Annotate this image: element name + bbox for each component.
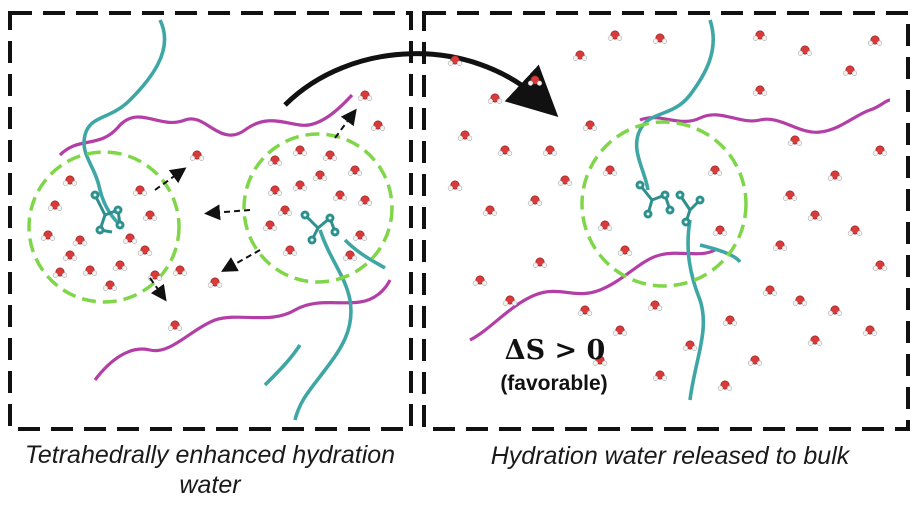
favorable-label: (favorable) [500,372,608,395]
right-panel-caption: Hydration water released to bulk [490,442,850,470]
polymer-backbone-lower-left [93,279,392,381]
water-release-arrows [149,108,357,302]
water-cluster-right [597,165,728,256]
side-chain-left-b [293,229,353,421]
polymer-backbone-upper-left [58,93,354,157]
side-chain-right-a [634,19,715,191]
water-escaping-left [167,90,386,331]
side-chain-right-c [699,243,742,264]
hydrophobic-group-left-1 [90,190,125,235]
side-chain-right-b [686,219,706,401]
hydrophobic-group-left-2 [300,210,340,245]
polymer-backbone-lower-right [469,248,716,342]
left-panel-frame [8,11,413,431]
right-panel-frame [422,11,910,431]
hydrophobic-aggregate-right [635,180,705,227]
water-cluster-left-2 [262,145,373,261]
hydration-shell-left-1 [27,150,181,304]
hydration-shell-left-2 [242,132,394,284]
side-chain-left-a [82,19,167,227]
left-panel-caption: Tetrahedrally enhanced hydration water [24,441,396,499]
side-chain-left-c [343,238,386,270]
transition-arrow [283,51,559,117]
polymer-backbone-upper-right [639,98,891,134]
side-chain-left-d [263,344,302,387]
hydration-shell-right [580,120,748,288]
entropy-change-label: ΔS > 0 [504,335,606,366]
